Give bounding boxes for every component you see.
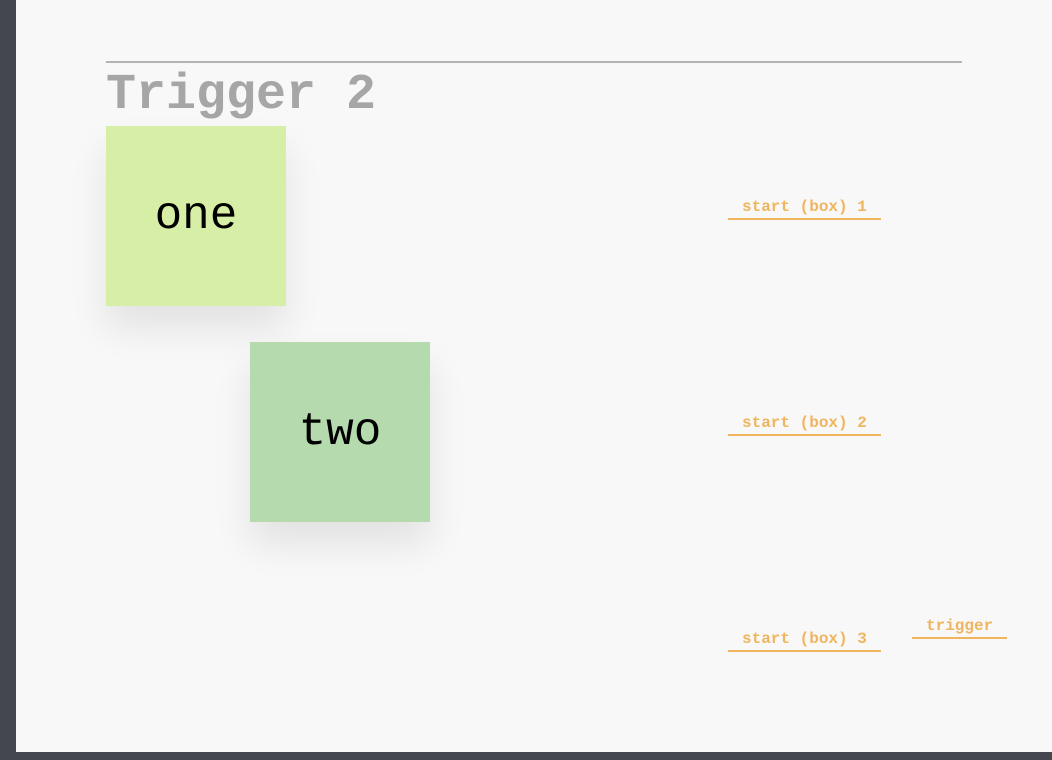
box-one-label: one (154, 190, 238, 242)
section-heading: Trigger 2 (106, 67, 377, 124)
start-marker-box-2: start (box) 2 (728, 414, 881, 436)
section-divider (106, 61, 962, 63)
box-two-label: two (298, 406, 382, 458)
trigger-marker: trigger (912, 617, 1008, 639)
demo-stage: Trigger 2 one two start (box) 1 start (b… (16, 0, 1052, 752)
animated-box-one: one (106, 126, 286, 306)
animated-box-two: two (250, 342, 430, 522)
start-marker-box-3: start (box) 3 (728, 630, 881, 652)
bottom-frame-strip (0, 752, 1052, 760)
start-marker-box-1: start (box) 1 (728, 198, 881, 220)
left-frame-strip (0, 0, 16, 760)
